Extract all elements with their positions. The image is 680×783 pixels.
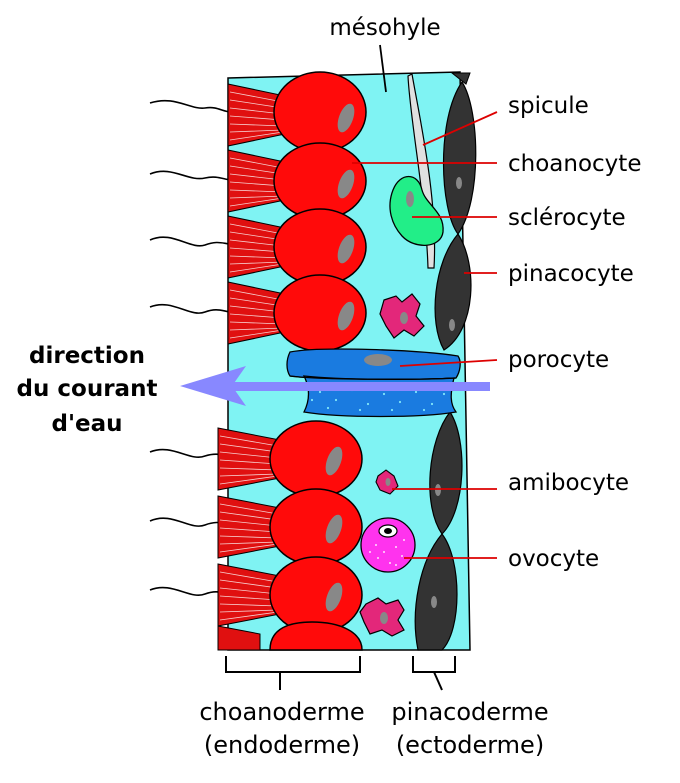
pinacocyte [414,533,458,651]
label-amibocyte: amibocyte [508,470,629,496]
porocyte-leader [399,359,498,367]
nucleus [456,177,462,189]
layer-brackets [225,656,456,691]
nucleus [406,191,414,207]
pinacocytes [414,72,477,651]
collar [217,427,281,491]
choanocyte [273,274,367,352]
flagellum [149,170,233,181]
leader-lines [352,44,498,559]
label-choanocyte: choanocyte [508,151,641,177]
choanocyte [269,621,363,651]
label-spicule: spicule [508,93,589,119]
ovocyte [360,517,416,573]
choanocyte [269,420,363,498]
label-pinacoderme: pinacoderme [391,698,548,726]
nucleus [431,596,437,608]
nucleus [400,312,408,324]
amibocyte [379,293,425,339]
nucleus [337,169,355,199]
nucleus [449,319,455,331]
choanocyte [273,71,367,153]
label-pinacoderme-sub: (ectoderme) [396,731,544,759]
label-choanoderme-sub: (endoderme) [204,731,360,759]
nucleus [325,446,343,476]
porocyte [286,348,461,418]
choanoderme-bracket [225,656,361,673]
nucleus [325,582,343,612]
flagellum [149,303,233,314]
spicule-leader [422,111,498,146]
nucleolus [384,528,392,534]
label-pinacocyte: pinacocyte [508,261,634,287]
water-flow-line3: d'eau [52,411,123,437]
nucleus [337,234,355,264]
mesohyle-leader [379,44,387,93]
amibocyte [359,597,405,637]
flagella-upper [149,99,233,314]
pinacocyte [434,232,472,351]
water-flow-arrow [180,366,490,406]
choanocyte [273,142,367,220]
nucleus [337,301,355,331]
choanocyte [269,488,363,566]
label-choanoderme: choanoderme [199,698,364,726]
nucleus [325,514,343,544]
nucleus [380,612,388,624]
pinacoderme-bracket [412,656,456,673]
nucleus [435,484,441,496]
amibocytes [359,293,425,637]
nucleus [385,478,391,486]
label-sclerocyte: sclérocyte [508,205,626,231]
choanocytes-lower [269,420,363,651]
collar [217,625,261,651]
pinacocyte [450,72,471,85]
water-flow-line1: direction [29,343,145,369]
water-flow-line2: du courant [17,376,158,402]
choanocyte [273,208,367,286]
sclerocyte [389,175,444,246]
nucleus [364,354,392,366]
label-mesohyle: mésohyle [329,15,440,41]
flagellum [149,99,233,113]
label-porocyte: porocyte [508,347,609,373]
nucleus [337,103,355,133]
label-ovocyte: ovocyte [508,546,599,572]
amibocyte [375,469,399,495]
flagellum [149,236,233,247]
